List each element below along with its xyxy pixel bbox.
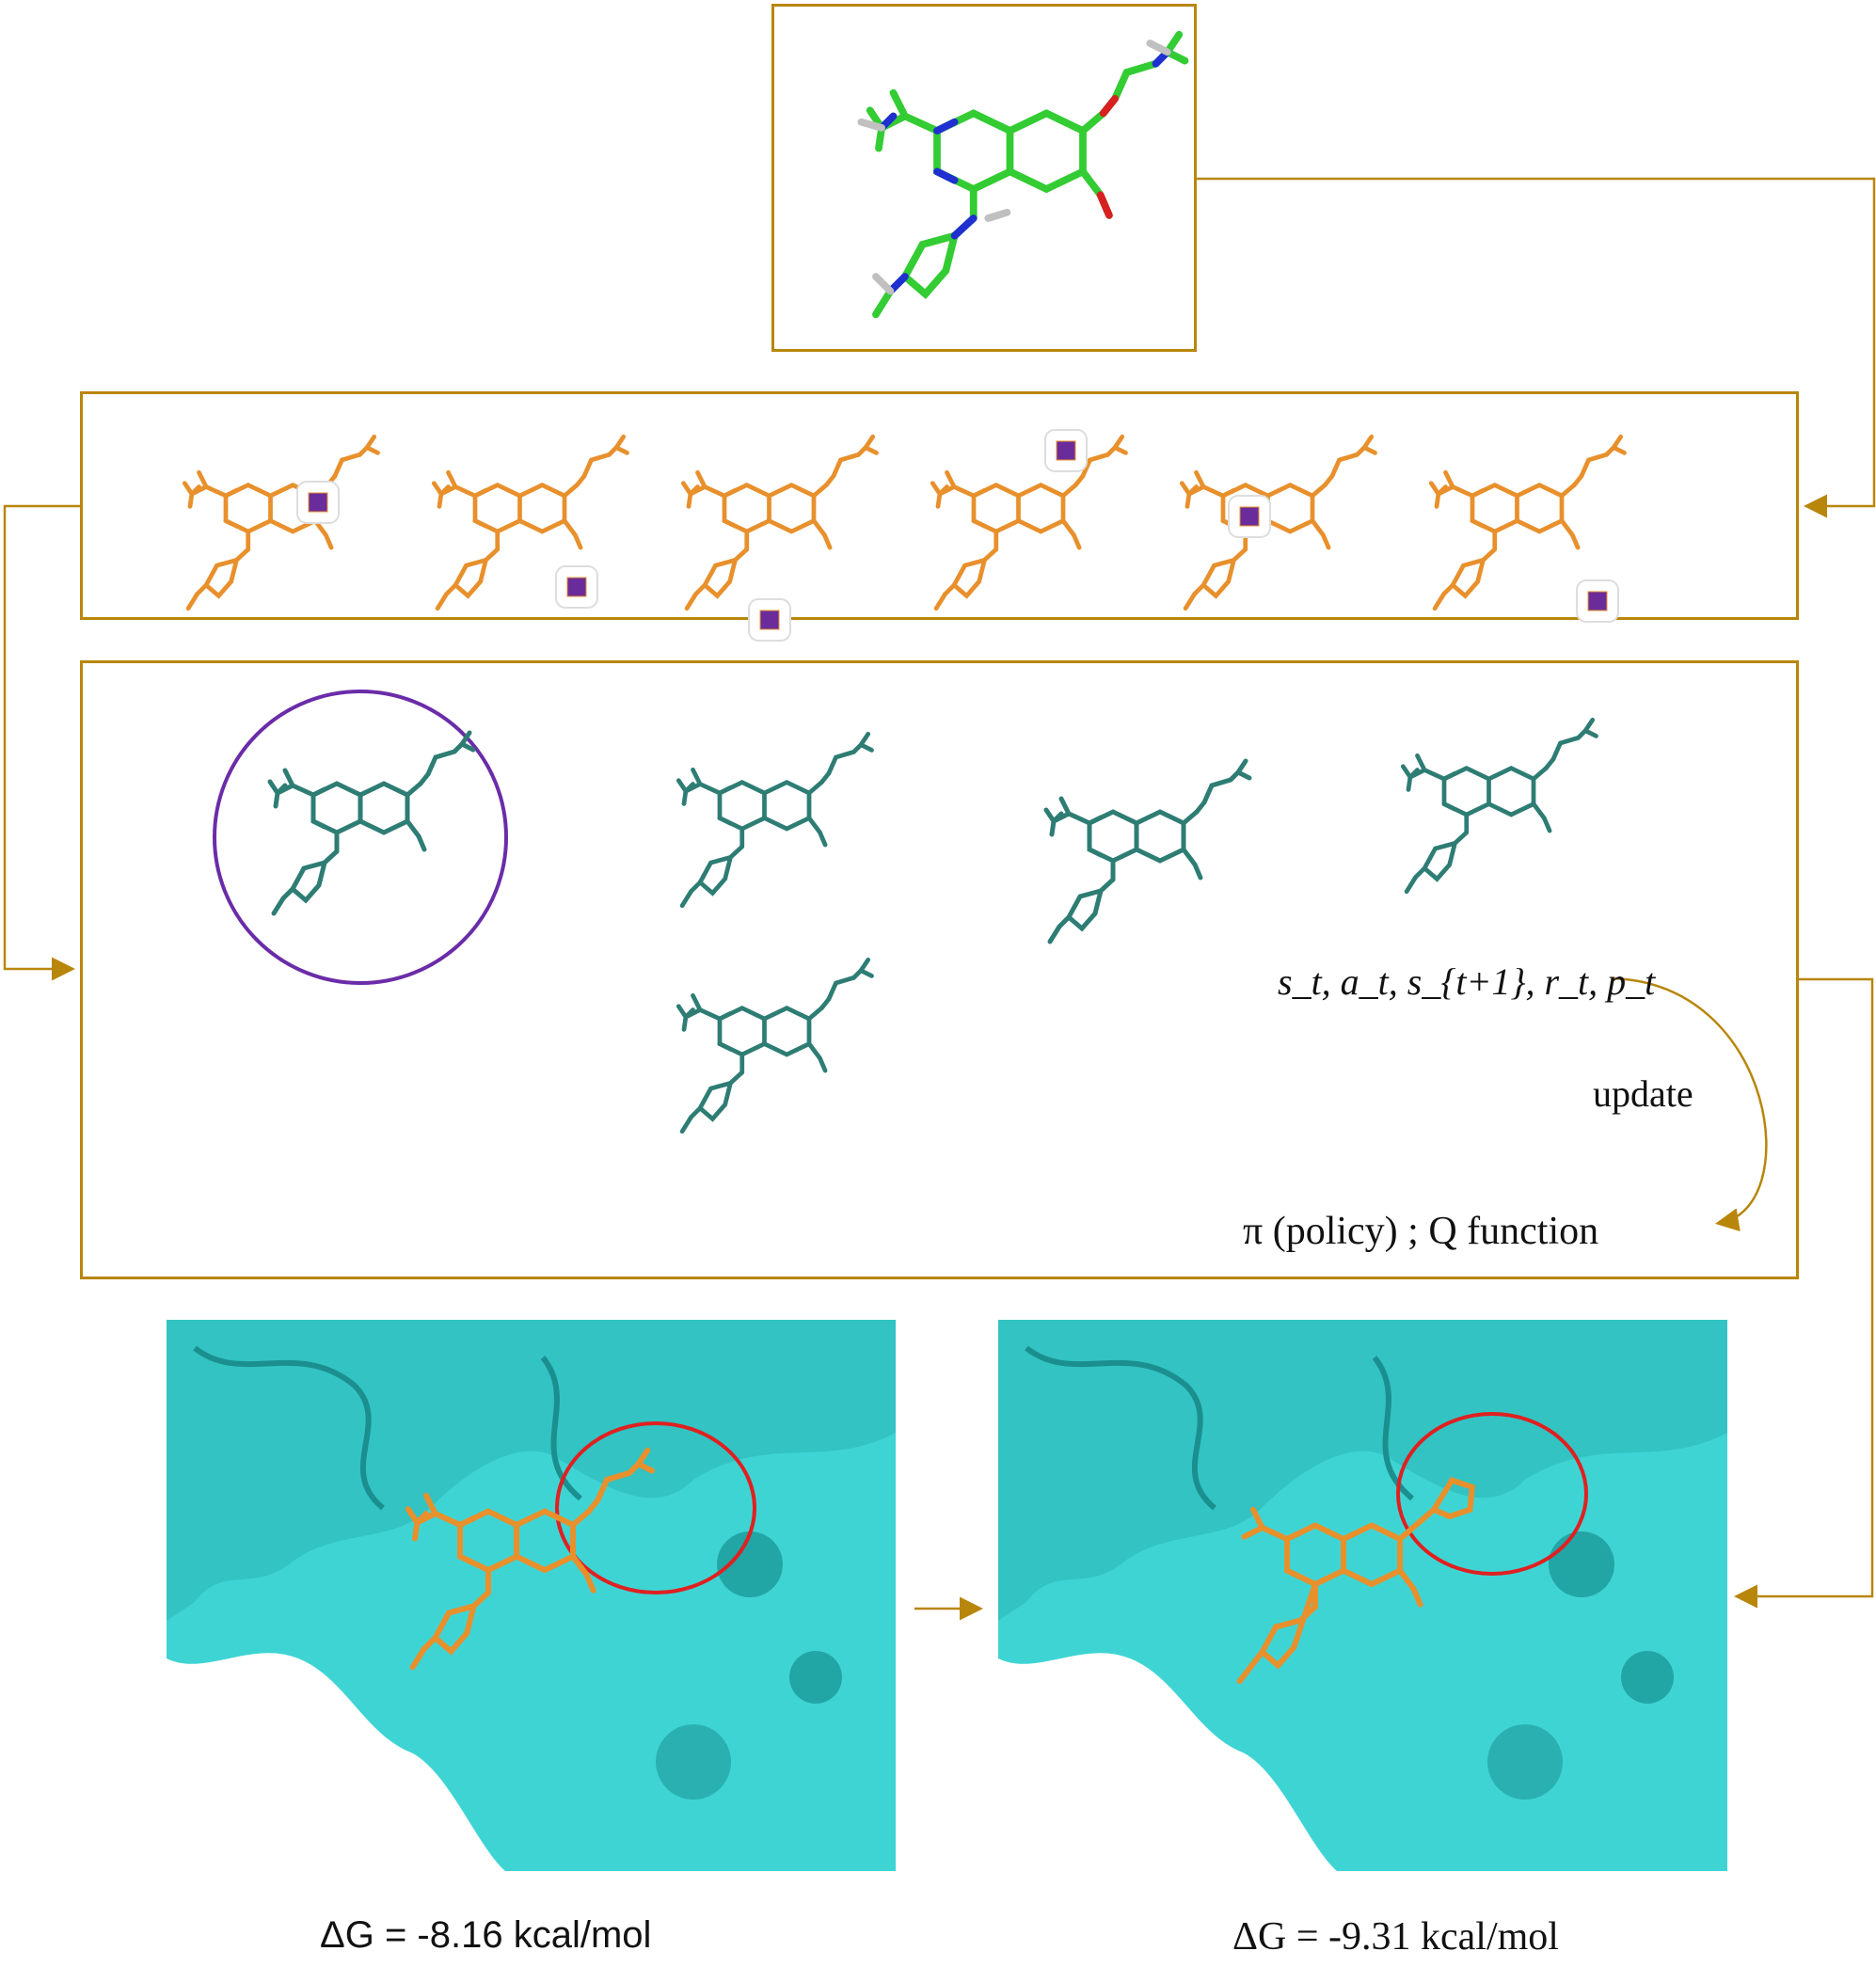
action-site-marker — [1044, 429, 1088, 472]
fragment-molecules — [83, 429, 1802, 642]
transition-tuple: s_t, a_t, s_{t+1}, r_t, p_t — [1278, 960, 1656, 1003]
fragment-molecule — [683, 436, 876, 608]
input-molecule — [857, 7, 1200, 355]
docking-panel-before — [167, 1320, 896, 1871]
action-site-marker — [1228, 495, 1271, 538]
action-site-marker — [296, 481, 340, 524]
highlight-circle — [555, 1421, 756, 1594]
generated-molecule — [1046, 761, 1249, 942]
selected-molecule-circle — [213, 690, 508, 985]
delta-g-before: ΔG = -8.16 kcal/mol — [320, 1914, 652, 1956]
docking-panel-after — [998, 1320, 1727, 1871]
delta-g-after: ΔG = -9.31 kcal/mol — [1232, 1915, 1559, 1959]
action-site-marker — [748, 598, 791, 642]
policy-label: π (policy) ; Q function — [1243, 1210, 1599, 1253]
fragment-molecule — [184, 436, 377, 608]
fragment-molecule — [932, 436, 1125, 608]
fragment-molecule — [1182, 436, 1375, 608]
generated-molecule — [678, 734, 871, 905]
protein-surface-before — [167, 1320, 896, 1871]
action-site-marker — [1576, 579, 1619, 623]
fragment-row-box — [80, 391, 1802, 642]
arrow-fragments-to-rl — [3, 504, 80, 981]
generated-molecule — [1403, 720, 1596, 891]
rl-update-box: s_t, a_t, s_{t+1}, r_t, p_t update π (po… — [80, 660, 1799, 1279]
generated-molecule — [678, 960, 871, 1131]
highlight-circle — [1396, 1412, 1588, 1576]
action-site-marker — [555, 565, 598, 609]
input-molecule-box — [771, 4, 1197, 352]
update-label: update — [1593, 1072, 1693, 1115]
generated-molecule — [270, 733, 473, 913]
protein-surface-after — [998, 1320, 1727, 1871]
